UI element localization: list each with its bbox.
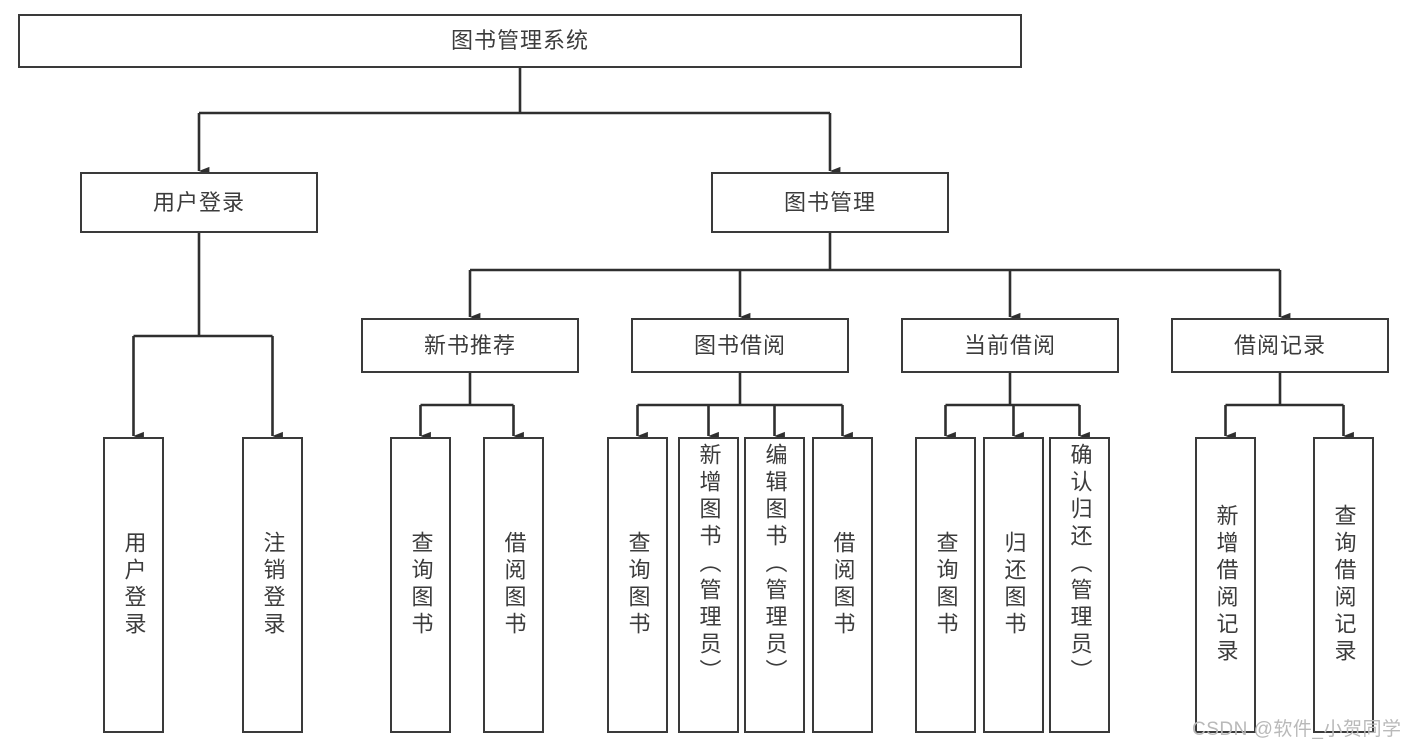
- node-label: 图书管理: [783, 189, 876, 215]
- node-leaf-confirm-return[interactable]: 确认归还（管理员）: [1049, 437, 1110, 733]
- node-leaf-return-book[interactable]: 归还图书: [983, 437, 1044, 733]
- node-book-borrow[interactable]: 图书借阅: [631, 318, 849, 373]
- node-leaf-query-book-2[interactable]: 查询图书: [607, 437, 668, 733]
- node-label: 图书管理系统: [450, 28, 589, 54]
- node-leaf-add-book[interactable]: 新增图书（管理员）: [678, 437, 739, 733]
- node-leaf-borrow-book-2[interactable]: 借阅图书: [812, 437, 873, 733]
- node-label: 用户登录: [152, 189, 245, 215]
- node-label: 用户登录: [121, 531, 147, 639]
- node-leaf-edit-book[interactable]: 编辑图书（管理员）: [744, 437, 805, 733]
- node-borrow-record[interactable]: 借阅记录: [1171, 318, 1389, 373]
- node-leaf-query-record[interactable]: 查询借阅记录: [1313, 437, 1374, 733]
- node-leaf-query-book-1[interactable]: 查询图书: [390, 437, 451, 733]
- node-leaf-user-login[interactable]: 用户登录: [103, 437, 164, 733]
- node-label: 当前借阅: [963, 332, 1056, 358]
- node-current-borrow[interactable]: 当前借阅: [901, 318, 1119, 373]
- node-label: 查询图书: [625, 531, 651, 639]
- node-leaf-query-book-3[interactable]: 查询图书: [915, 437, 976, 733]
- node-label: 查询图书: [408, 531, 434, 639]
- node-label: 确认归还（管理员）: [1067, 443, 1093, 686]
- node-user-login[interactable]: 用户登录: [80, 172, 318, 233]
- node-label: 借阅图书: [830, 531, 856, 639]
- node-label: 注销登录: [260, 531, 286, 639]
- node-label: 新增借阅记录: [1213, 504, 1239, 666]
- node-new-book-recommend[interactable]: 新书推荐: [361, 318, 579, 373]
- node-label: 新增图书（管理员）: [696, 443, 722, 686]
- node-leaf-borrow-book-1[interactable]: 借阅图书: [483, 437, 544, 733]
- node-label: 编辑图书（管理员）: [762, 443, 788, 686]
- node-book-management[interactable]: 图书管理: [711, 172, 949, 233]
- node-root-system[interactable]: 图书管理系统: [18, 14, 1022, 68]
- node-label: 借阅记录: [1233, 332, 1326, 358]
- node-label: 查询借阅记录: [1331, 504, 1357, 666]
- node-leaf-add-record[interactable]: 新增借阅记录: [1195, 437, 1256, 733]
- node-label: 借阅图书: [501, 531, 527, 639]
- node-label: 新书推荐: [423, 332, 516, 358]
- node-label: 图书借阅: [693, 332, 786, 358]
- node-label: 归还图书: [1001, 531, 1027, 639]
- node-label: 查询图书: [933, 531, 959, 639]
- node-leaf-logout[interactable]: 注销登录: [242, 437, 303, 733]
- csdn-watermark: CSDN @软件_小贺同学: [1192, 719, 1402, 740]
